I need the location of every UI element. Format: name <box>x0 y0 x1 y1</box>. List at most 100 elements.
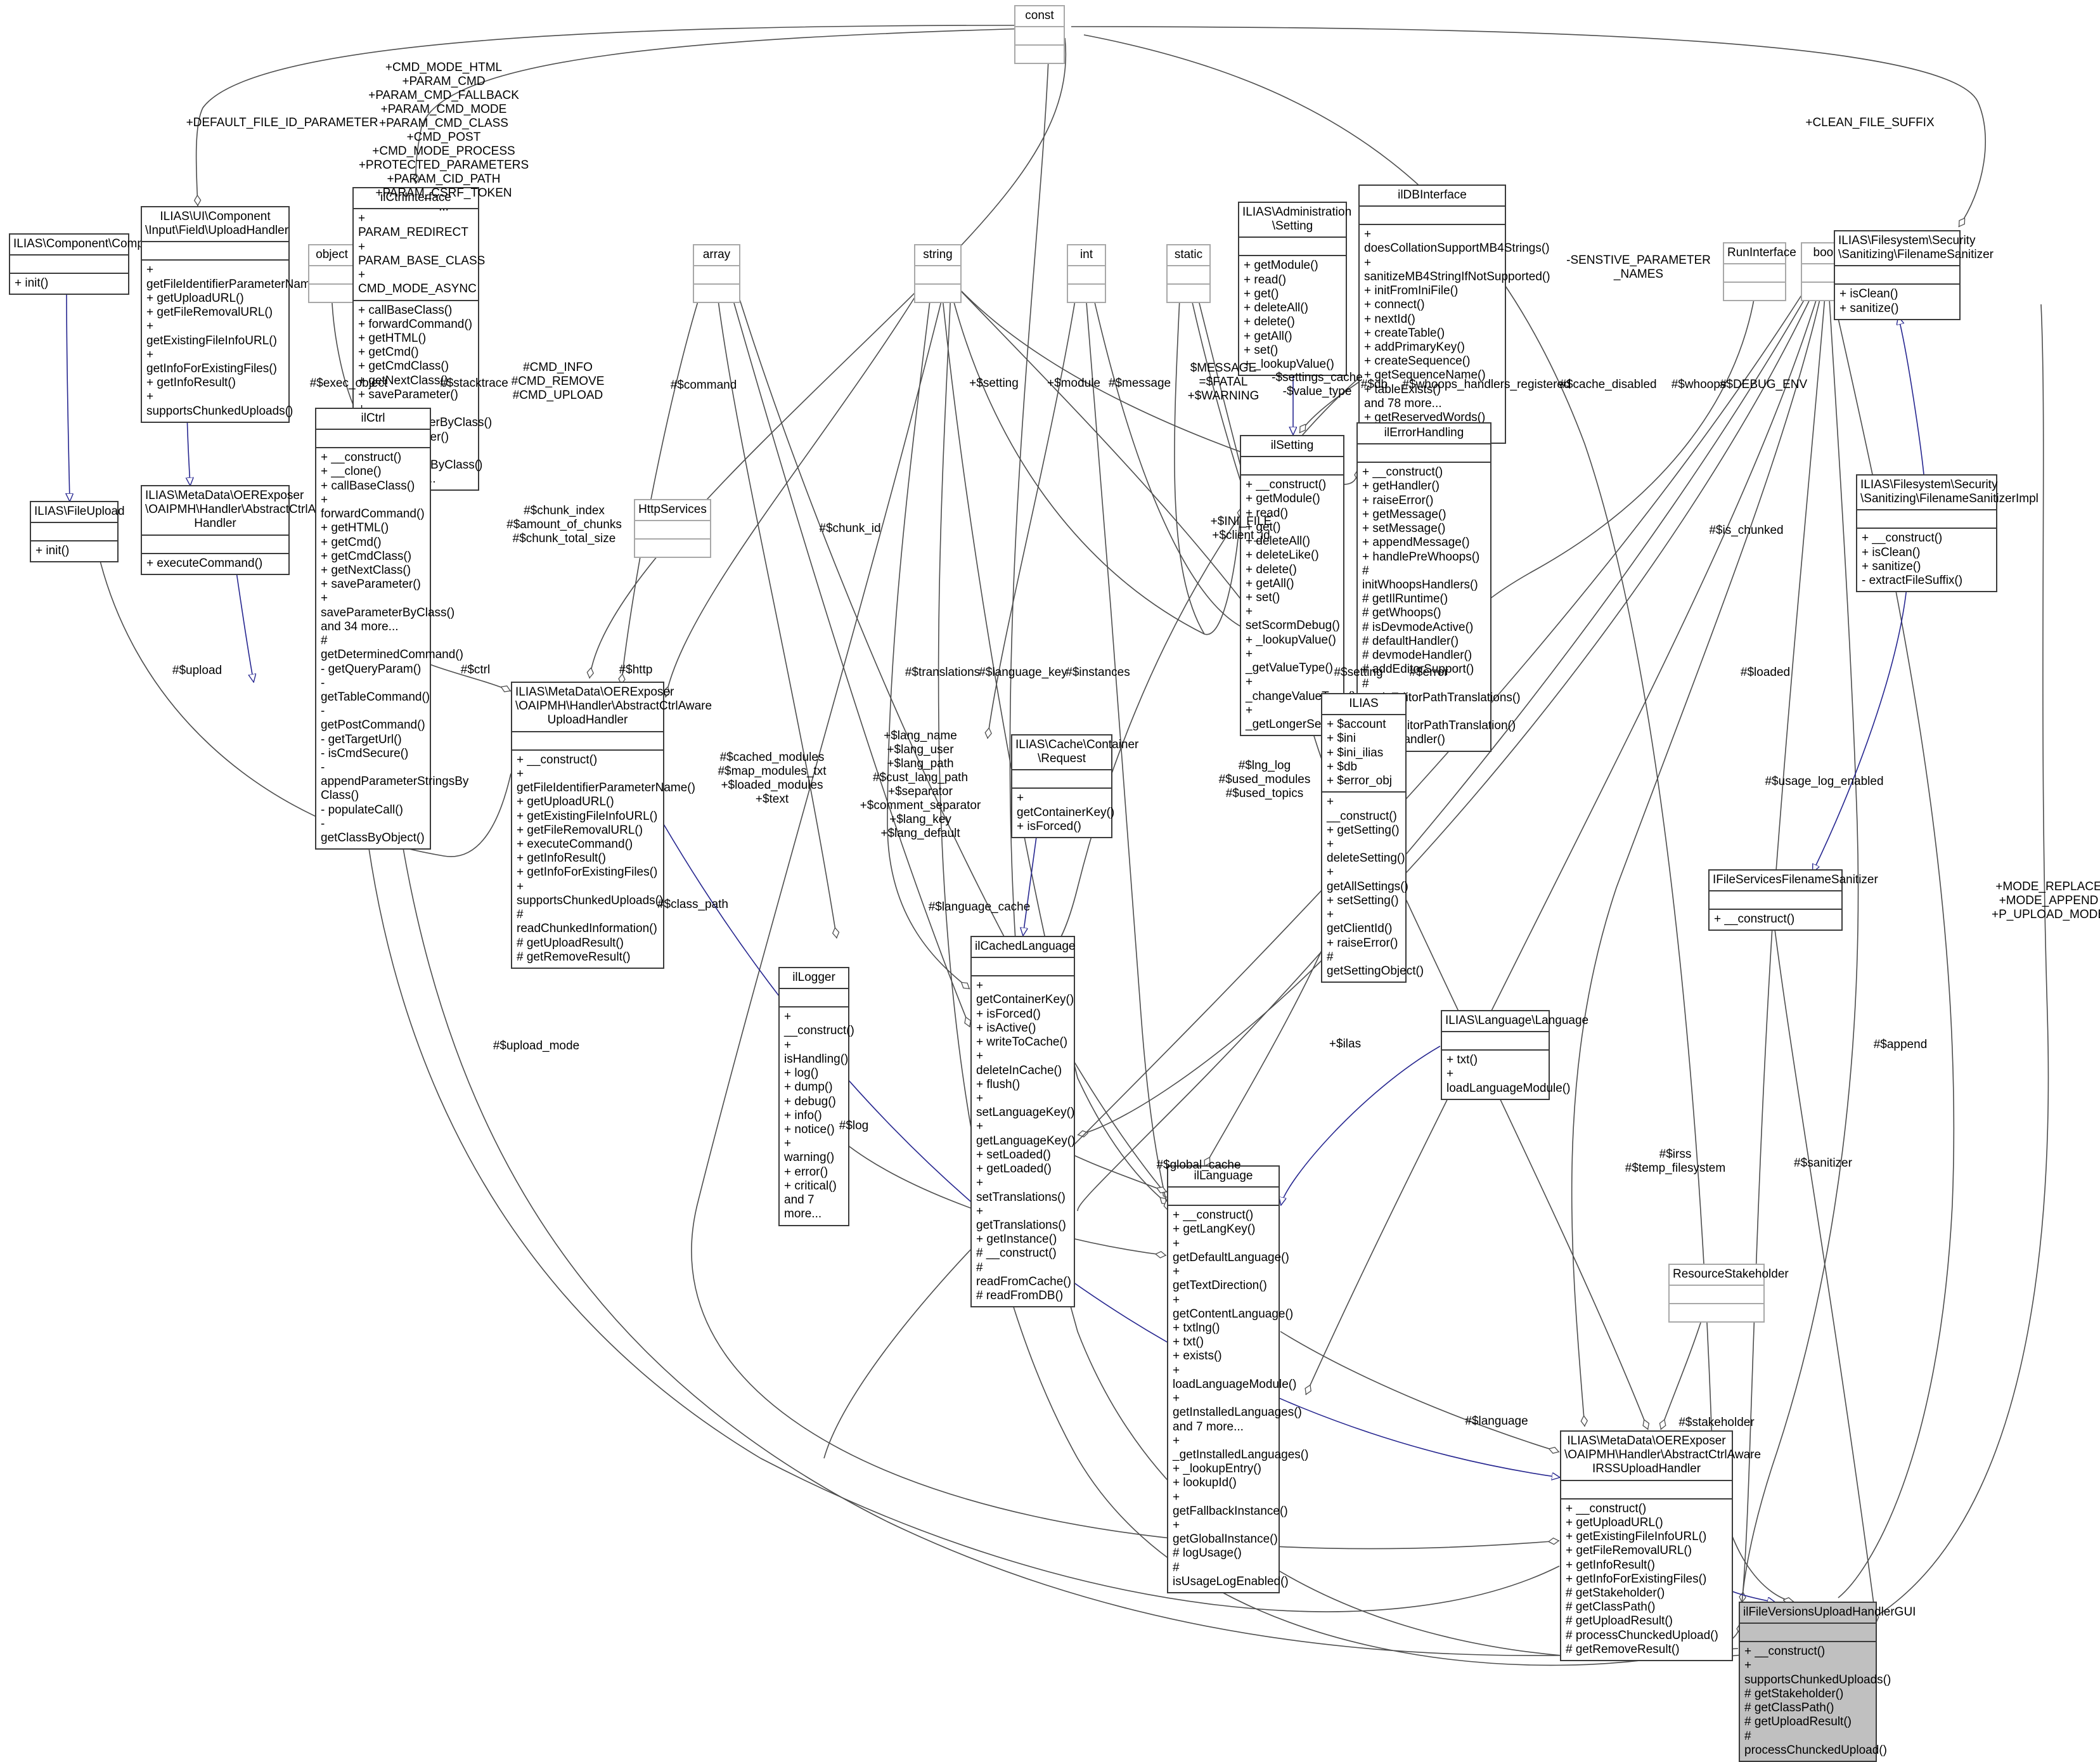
node-ops: + executeCommand() <box>142 552 288 574</box>
node-resourcestakeholder[interactable]: ResourceStakeholder <box>1668 1264 1789 1323</box>
node-title: ilFileVersionsUploadHandlerGUI <box>1743 1605 1916 1619</box>
node-title: ILIAS\MetaData\OERExposer \OAIPMH\Handle… <box>515 685 712 727</box>
node-ops: + doesCollationSupportMB4Strings() + san… <box>1360 224 1550 442</box>
edge-label-sini-file: +$INI_FILE +$client_id <box>1210 515 1272 543</box>
node-abstract-ctrl-aware-irss-upload-handler[interactable]: ILIAS\MetaData\OERExposer \OAIPMH\Handle… <box>1560 1430 1762 1662</box>
edge-label-slang-fields: +$lang_name +$lang_user +$lang_path #$cu… <box>860 729 981 841</box>
node-attrs <box>1724 263 1785 282</box>
edge-label-mode-replace: +MODE_REPLACE +MODE_APPEND +P_UPLOAD_MOD… <box>1991 880 2100 922</box>
node-ops: + __construct() + isHandling() + log() +… <box>780 1006 854 1224</box>
edge-label-scache-disabled: #$cache_disabled <box>1559 378 1657 391</box>
node-attrs <box>1015 26 1064 44</box>
node-ilias-component-component[interactable]: ILIAS\Component\Component + init() <box>9 233 174 295</box>
node-attrs <box>1857 509 1996 528</box>
edge-label-supload-mode: #$upload_mode <box>493 1039 580 1053</box>
node-title: ILIAS\Component\Component <box>13 237 174 250</box>
node-array[interactable]: array <box>693 244 740 304</box>
node-ops <box>635 538 710 557</box>
edge-label-ctrl-consts: +CMD_MODE_HTML +PARAM_CMD +PARAM_CMD_FAL… <box>358 61 529 214</box>
node-attrs <box>1012 769 1111 787</box>
node-ops: + getFileIdentifierParameterName() + get… <box>142 259 325 421</box>
node-attrs <box>694 265 739 283</box>
node-filenamesanitizer[interactable]: ILIAS\Filesystem\Security \Sanitizing\Fi… <box>1834 230 1994 320</box>
node-attrs <box>1710 890 1841 909</box>
node-ilctrl[interactable]: ilCtrl + __construct() + __clone() + cal… <box>315 408 468 850</box>
node-static[interactable]: static <box>1166 244 1211 304</box>
node-upload-handler[interactable]: ILIAS\UI\Component \Input\Field\UploadHa… <box>141 206 325 423</box>
node-title: ILIAS\MetaData\OERExposer \OAIPMH\Handle… <box>145 489 380 531</box>
edge-label-swhoops: #$whoops <box>1671 378 1727 391</box>
node-title: ILIAS\Filesystem\Security \Sanitizing\Fi… <box>1838 234 1994 262</box>
edge-label-sloaded: #$loaded <box>1740 666 1791 679</box>
node-attrs <box>1068 265 1105 283</box>
node-ops: + __construct() + getFileIdentifierParam… <box>512 749 695 968</box>
edge-label-silas: +$ilas <box>1329 1037 1362 1051</box>
node-abstract-ctrl-aware-upload-handler-2[interactable]: ILIAS\MetaData\OERExposer \OAIPMH\Handle… <box>511 682 712 969</box>
edge-label-swhoops-handlers-registered: #$whoops_handlers_registered <box>1402 378 1571 391</box>
node-title: ilCtrl <box>361 411 385 425</box>
node-ilfileversionsuploadhandlergui[interactable]: ilFileVersionsUploadHandlerGUI + __const… <box>1739 1602 1916 1762</box>
node-attrs <box>1670 1285 1763 1303</box>
node-ilcachedlanguage[interactable]: ilCachedLanguage + getContainerKey() + i… <box>970 936 1076 1308</box>
node-title: ILIAS\FileUpload <box>34 505 125 518</box>
node-ops: + init() <box>10 273 128 294</box>
edge-label-ssanitizer: #$sanitizer <box>1794 1156 1852 1170</box>
node-string[interactable]: string <box>914 244 962 304</box>
node-attrs <box>1168 265 1209 283</box>
edge-label-sis-chunked: #$is_chunked <box>1709 524 1784 537</box>
edge-label-sensitive-parameter-names: -SENSTIVE_PARAMETER _NAMES <box>1566 254 1711 282</box>
node-ops <box>1015 44 1064 63</box>
node-title: ResourceStakeholder <box>1673 1267 1789 1281</box>
node-attrs <box>1835 265 1959 283</box>
edge-label-sdb: #$db <box>1360 378 1388 391</box>
node-ops: + __construct() + getSetting() + deleteS… <box>1322 791 1424 981</box>
node-abstract-ctrl-aware-upload-handler[interactable]: ILIAS\MetaData\OERExposer \OAIPMH\Handle… <box>141 485 380 575</box>
edge-label-schunk-id: #$chunk_id <box>819 522 881 535</box>
node-attrs <box>972 957 1074 975</box>
node-attrs: + PARAM_REDIRECT + PARAM_BASE_CLASS + CM… <box>354 208 485 299</box>
node-ops <box>1670 1303 1763 1321</box>
node-int[interactable]: int <box>1067 244 1106 304</box>
edge-label-shttp: #$http <box>619 663 653 677</box>
node-illanguage[interactable]: ilLanguage + __construct() + getLangKey(… <box>1167 1165 1308 1594</box>
node-title: array <box>702 248 731 261</box>
node-ilias-language-language[interactable]: ILIAS\Language\Language + txt() + loadLa… <box>1441 1010 1589 1100</box>
node-const[interactable]: const <box>1014 5 1065 65</box>
node-title: ILIAS\MetaData\OERExposer \OAIPMH\Handle… <box>1564 1434 1762 1476</box>
node-attrs <box>10 254 128 273</box>
node-attrs <box>1239 236 1346 255</box>
node-ilias[interactable]: ILIAS + $account + $ini + $ini_ilias + $… <box>1321 693 1424 983</box>
node-ilias-administration-setting[interactable]: ILIAS\Administration \Setting + getModul… <box>1238 202 1352 377</box>
node-ifileservicesfilenamesanitizer[interactable]: IFileServicesFilenameSanitizer + __const… <box>1708 869 1878 931</box>
edge-label-default-file-id-parameter: +DEFAULT_FILE_ID_PARAMETER <box>186 116 378 129</box>
node-title: ILIAS\Language\Language <box>1445 1014 1589 1027</box>
node-title: ilCachedLanguage <box>975 940 1076 953</box>
node-title: string <box>923 248 953 261</box>
node-attrs <box>1561 1479 1732 1498</box>
edge-label-slanguage: #$language <box>1465 1415 1528 1428</box>
node-title: ILIAS\Administration \Setting <box>1242 205 1352 233</box>
edge-label-clean-file-suffix: +CLEAN_FILE_SUFFIX <box>1805 116 1935 129</box>
node-runinterface[interactable]: RunInterface <box>1723 242 1796 302</box>
node-attrs <box>316 429 430 447</box>
node-httpservices[interactable]: HttpServices <box>634 499 711 559</box>
edge-label-serror: #$error <box>1409 666 1448 679</box>
node-cache-container-request[interactable]: ILIAS\Cache\Container \Request + getCont… <box>1011 734 1138 839</box>
node-object[interactable]: object <box>308 244 356 304</box>
edge-label-smodule: +$module <box>1047 377 1100 390</box>
node-filenamesanitizerimpl[interactable]: ILIAS\Filesystem\Security \Sanitizing\Fi… <box>1856 474 2039 593</box>
node-ildbinterface[interactable]: ilDBInterface + doesCollationSupportMB4S… <box>1358 185 1550 444</box>
edge-label-settings-cache: -$settings_cache -$value_type <box>1272 371 1363 399</box>
node-ops: + getModule() + read() + get() + deleteA… <box>1239 255 1346 375</box>
node-title: ilDBInterface <box>1398 188 1467 202</box>
node-illogger[interactable]: ilLogger + __construct() + isHandling() … <box>778 967 854 1226</box>
edge-label-sstacktrace: #$stacktrace <box>440 377 508 390</box>
node-title: ILIAS <box>1349 697 1379 710</box>
node-ilias-fileupload[interactable]: ILIAS\FileUpload + init() <box>30 501 125 563</box>
edge-label-sappend: #$append <box>1873 1038 1928 1051</box>
node-title: static <box>1174 248 1203 261</box>
node-ops <box>1168 283 1209 302</box>
edge-label-sexec-object: #$exec_object <box>309 377 388 390</box>
node-attrs: + $account + $ini + $ini_ilias + $db + $… <box>1322 714 1405 791</box>
node-ilsetting[interactable]: ilSetting + __construct() + getModule() … <box>1240 435 1358 737</box>
